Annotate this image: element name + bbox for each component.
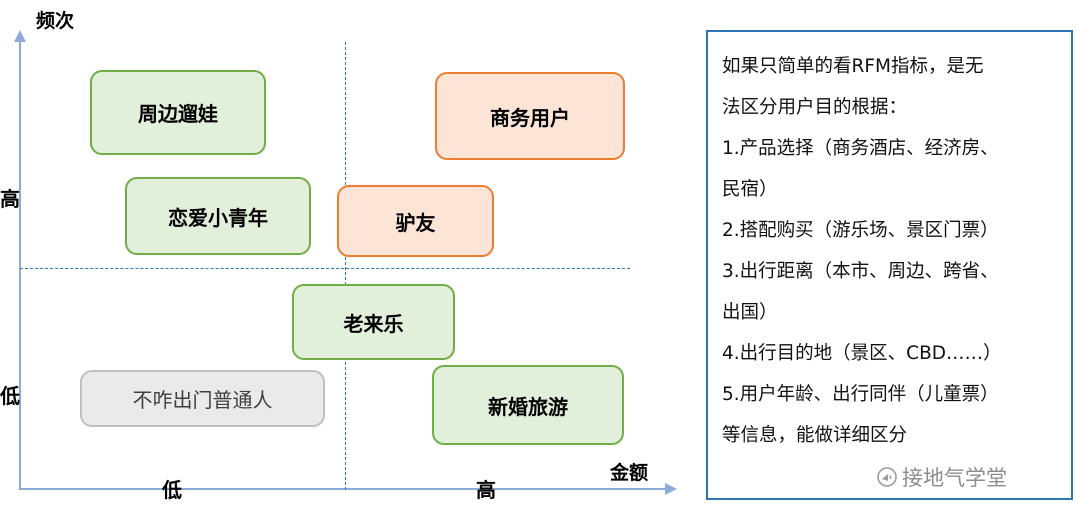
watermark: 接地气学堂 (872, 462, 1011, 492)
quadrant-box-label: 商务用户 (490, 105, 570, 130)
quadrant-box-label: 恋爱小青年 (168, 205, 268, 230)
quadrant-box-shangwu-yonghu: 商务用户 (435, 72, 625, 160)
quadrant-box-label: 老来乐 (343, 311, 404, 336)
rfm-note-text: 如果只简单的看RFM指标，是无 法区分用户目的根据： 1.产品选择（商务酒店、经… (722, 56, 1002, 446)
quadrant-box-label: 周边遛娃 (138, 102, 218, 126)
y-tick-low: 低 (0, 384, 20, 408)
y-tick-high: 高 (0, 187, 20, 211)
vertical-divider-line (345, 42, 346, 490)
quadrant-box-lianai-xiaoqingnian: 恋爱小青年 (125, 177, 311, 255)
horizontal-divider-line (20, 268, 630, 269)
y-axis-line (19, 42, 21, 490)
x-axis-arrow-icon (665, 483, 677, 495)
quadrant-box-label: 不咋出门普通人 (132, 388, 273, 412)
y-axis-title: 频次 (36, 10, 75, 32)
x-tick-low: 低 (162, 478, 182, 502)
y-axis-arrow-icon (14, 30, 26, 42)
x-axis-title: 金额 (610, 462, 649, 484)
quadrant-box-zhoubian-liuwa: 周边遛娃 (90, 70, 266, 155)
quadrant-box-label: 驴友 (395, 210, 436, 235)
megaphone-icon (876, 466, 898, 488)
quadrant-box-label: 新婚旅游 (488, 394, 568, 419)
quadrant-box-laolaile: 老来乐 (292, 284, 455, 360)
quadrant-box-putongren: 不咋出门普通人 (80, 370, 325, 427)
quadrant-box-xinhun-lvyou: 新婚旅游 (432, 365, 624, 445)
watermark-label: 接地气学堂 (902, 466, 1007, 490)
quadrant-box-lvyou: 驴友 (337, 185, 494, 257)
x-axis-line (19, 488, 667, 490)
rfm-note-panel: 如果只简单的看RFM指标，是无 法区分用户目的根据： 1.产品选择（商务酒店、经… (706, 30, 1073, 500)
x-tick-high: 高 (476, 478, 496, 502)
